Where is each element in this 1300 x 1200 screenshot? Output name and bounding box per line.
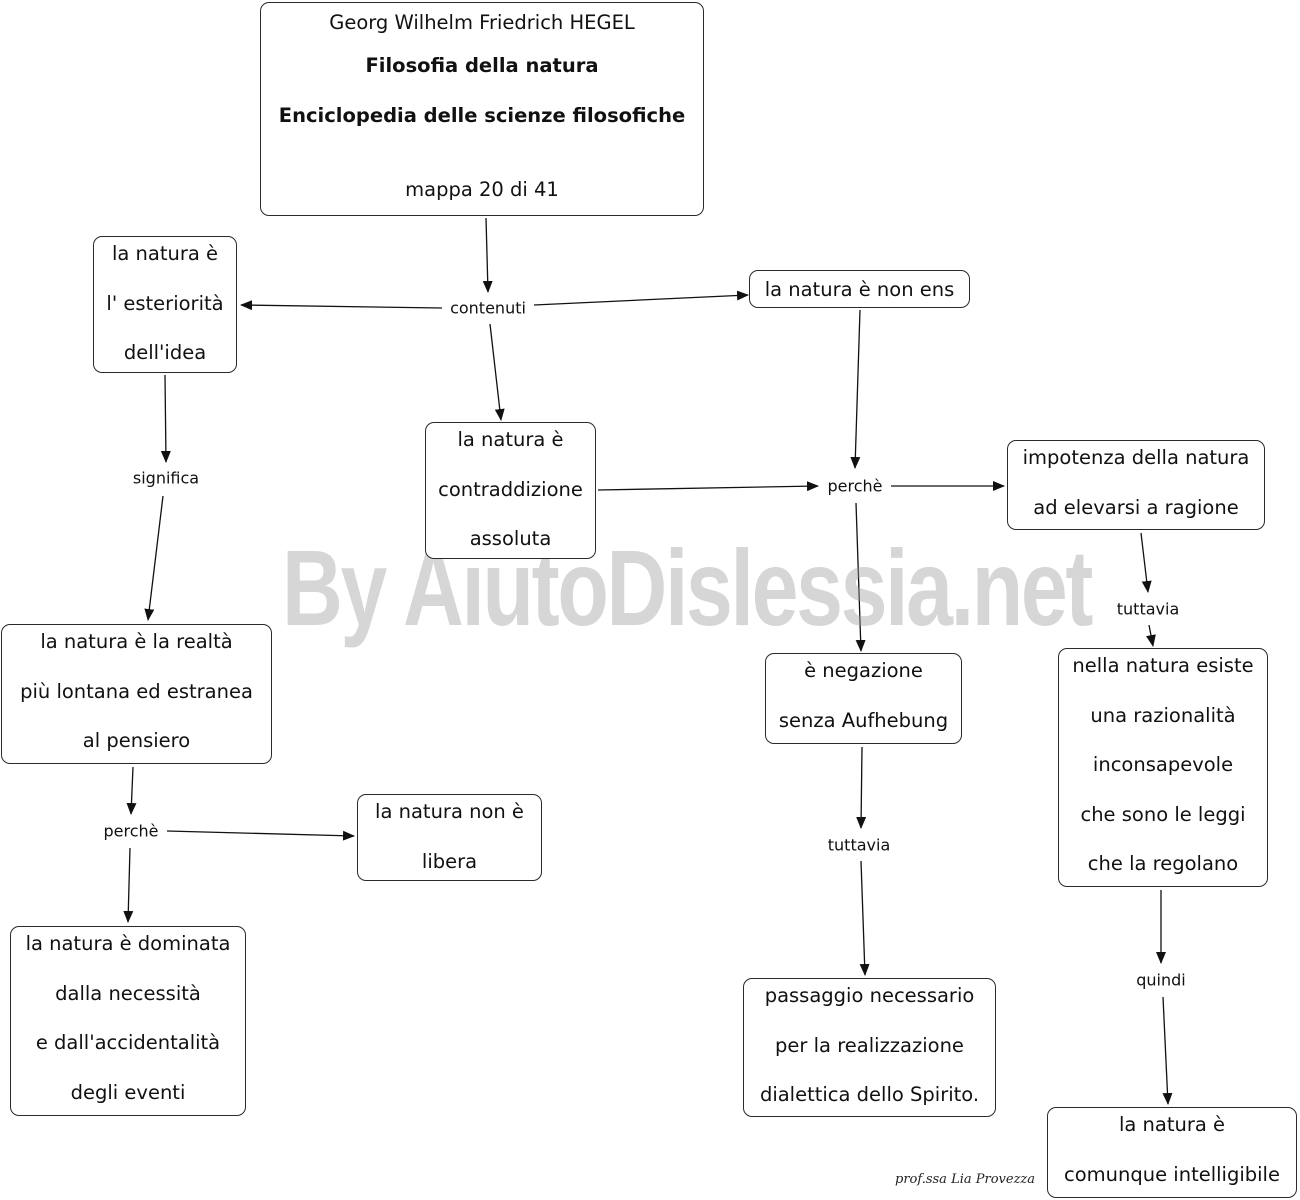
node-line: dell'idea [123, 341, 207, 365]
node-line: è negazione [804, 659, 923, 682]
edge-quindi-intelligibile [1162, 996, 1173, 1105]
edge-contenuti-nonens [533, 290, 749, 306]
node-line: degli eventi [70, 1080, 186, 1104]
title-node: Georg Wilhelm Friedrich HEGEL Filosofia … [260, 2, 704, 216]
edge-esteriorita-significa [160, 374, 171, 463]
edge-perche-negazione [855, 502, 866, 652]
link-label-perche: perchè [97, 821, 165, 841]
node-line: inconsapevole [1092, 753, 1234, 777]
node-line: la natura è [111, 242, 219, 265]
node-line: libera [421, 849, 478, 873]
node-impotenza: impotenza della natura ad elevarsi a rag… [1007, 440, 1265, 530]
edge-perche-nonlibera [166, 830, 355, 841]
node-line: la natura è [1118, 1113, 1226, 1136]
link-label-contenuti: contenuti [444, 298, 532, 318]
link-label-perche: perchè [821, 476, 889, 496]
node-line: ad elevarsi a ragione [1033, 495, 1239, 519]
edge-nonens-perche [850, 309, 861, 469]
node-line: nella natura esiste [1072, 654, 1254, 677]
node-line: dalla necessità [55, 981, 201, 1005]
node-line: al pensiero [82, 729, 191, 753]
node-line: senza Aufhebung [778, 708, 949, 732]
node-line: la natura è la realtà [40, 630, 233, 653]
node-line: la natura è non ens [764, 278, 955, 301]
edge-significa-realta [144, 495, 164, 621]
node-line: una razionalità [1090, 703, 1236, 727]
node-contraddizione: la natura è contraddizione assoluta [425, 422, 596, 559]
node-line: l' esteriorità [106, 291, 224, 315]
edge-tuttavia-razionalita [1146, 624, 1156, 647]
author-signature: prof.ssa Lia Provezza [895, 1172, 1036, 1187]
edge-contenuti-contraddizione [489, 323, 505, 421]
node-razionalita: nella natura esiste una razionalità inco… [1058, 648, 1268, 887]
node-realta-lontana: la natura è la realtà più lontana ed est… [1, 624, 272, 764]
node-line: impotenza della natura [1022, 446, 1250, 469]
node-line: la natura non è [375, 800, 524, 823]
node-line: che la regolano [1087, 852, 1239, 876]
node-line: più lontana ed estranea [20, 679, 253, 703]
watermark: By AiutoDislessia.net [282, 527, 1093, 648]
node-line: la natura è dominata [25, 932, 231, 955]
edge-contraddizione-perche [597, 481, 819, 492]
node-line: dialettica dello Spirito. [759, 1083, 980, 1107]
edge-realta-perche [126, 766, 137, 815]
link-label-significa: significa [126, 468, 206, 488]
edge-impotenza-tuttavia [1140, 532, 1152, 593]
node-esteriorita: la natura è l' esteriorità dell'idea [93, 236, 237, 373]
node-dominata: la natura è dominata dalla necessità e d… [10, 926, 246, 1116]
link-label-tuttavia: tuttavia [821, 835, 897, 855]
author-text: Georg Wilhelm Friedrich HEGEL [329, 11, 635, 34]
node-line: passaggio necessario [764, 984, 975, 1007]
work-title: Filosofia della natura [365, 54, 599, 77]
edge-contenuti-esteriorita [240, 300, 443, 311]
node-negazione: è negazione senza Aufhebung [765, 653, 962, 744]
edge-title-contenuti [482, 217, 493, 293]
node-line: contraddizione [438, 477, 583, 501]
link-label-tuttavia: tuttavia [1110, 599, 1186, 619]
node-intelligibile: la natura è comunque intelligibile [1047, 1107, 1297, 1198]
node-line: e dall'accidentalità [35, 1031, 221, 1055]
node-non-libera: la natura non è libera [357, 794, 542, 881]
edge-tuttavia-passaggio [859, 860, 870, 976]
map-number: mappa 20 di 41 [405, 178, 559, 202]
node-line: per la realizzazione [775, 1033, 964, 1057]
edge-perche-dominata [123, 847, 134, 923]
node-non-ens: la natura è non ens [749, 270, 970, 308]
node-line: la natura è [457, 428, 564, 451]
node-line: assoluta [469, 527, 552, 551]
node-line: che sono le leggi [1080, 802, 1246, 826]
edge-negazione-tuttavia [856, 746, 867, 829]
node-passaggio: passaggio necessario per la realizzazion… [743, 978, 996, 1117]
node-line: comunque intelligibile [1064, 1162, 1280, 1186]
link-label-quindi: quindi [1130, 970, 1192, 990]
collection-title: Enciclopedia delle scienze filosofiche [278, 103, 686, 127]
